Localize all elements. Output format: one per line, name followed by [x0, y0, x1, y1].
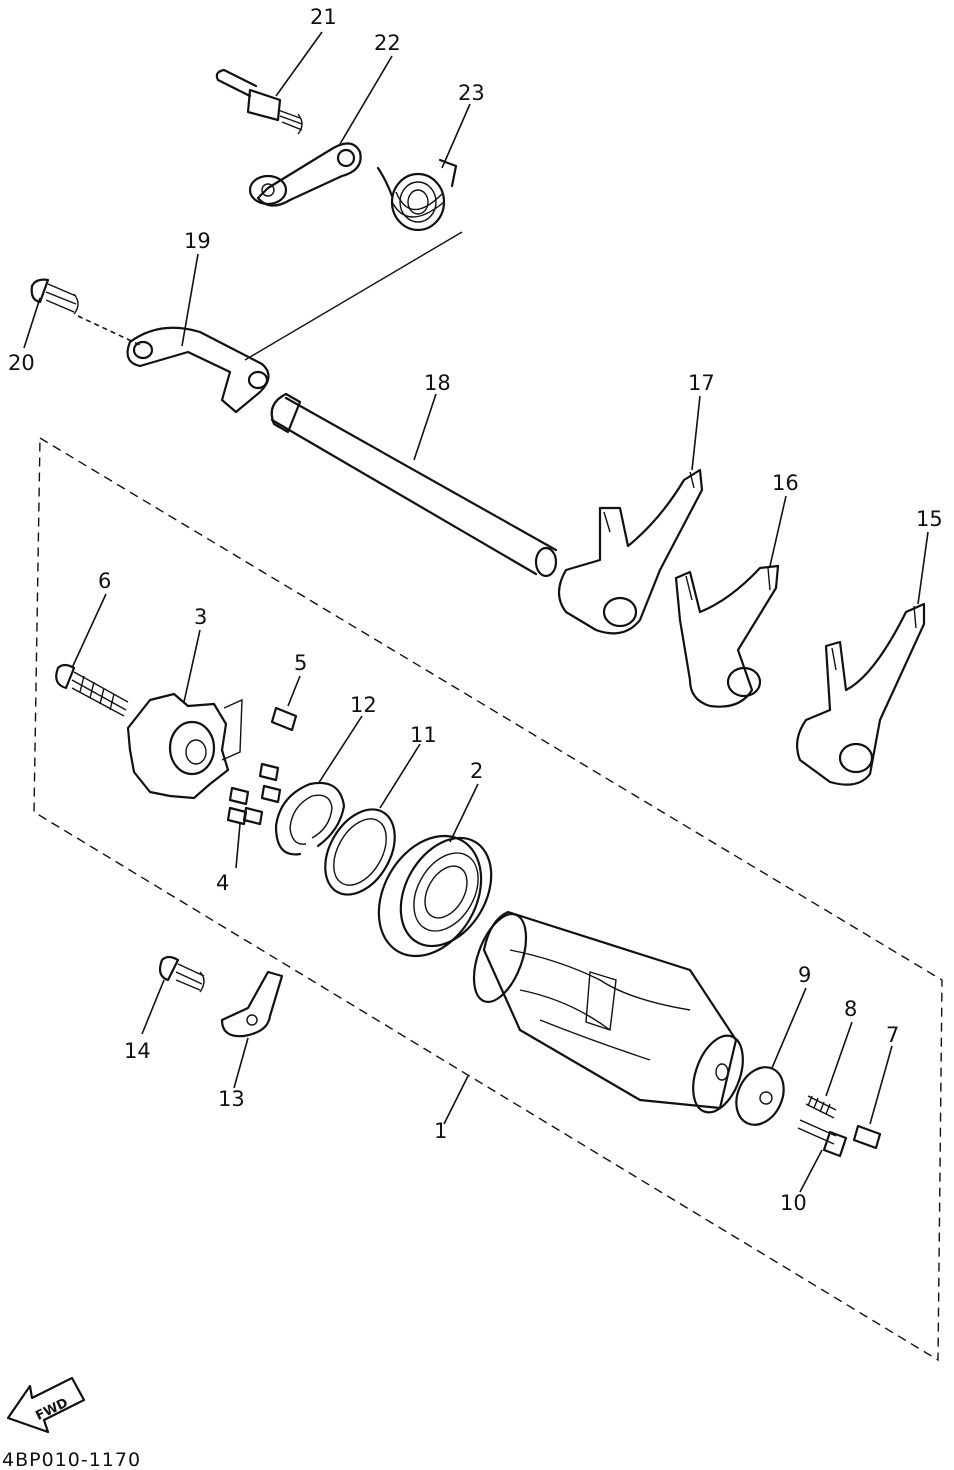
callout-13: 13 [218, 1087, 245, 1111]
part-11-washer [324, 808, 396, 896]
callout-10: 10 [780, 1191, 807, 1215]
part-21-bolt [215, 68, 303, 135]
part-23-spring [376, 158, 458, 232]
callout-12: 12 [350, 693, 377, 717]
part-4-pins [226, 762, 282, 826]
part-10-bolt [797, 1119, 848, 1158]
callout-6: 6 [98, 569, 111, 593]
callout-8: 8 [844, 997, 857, 1021]
part-19-stopper-arm [126, 326, 270, 414]
callout-7: 7 [886, 1023, 899, 1047]
part-22-lever-plate [248, 142, 362, 207]
part-16-shift-fork [674, 564, 780, 708]
part-12-circlip [274, 781, 346, 856]
callout-3: 3 [194, 605, 207, 629]
callout-15: 15 [916, 507, 943, 531]
callout-5: 5 [294, 651, 307, 675]
part-13-plate [220, 970, 284, 1038]
callout-19: 19 [184, 229, 211, 253]
callout-20: 20 [8, 351, 35, 375]
callout-22: 22 [374, 31, 401, 55]
forward-direction-arrow: FWD [6, 1376, 86, 1434]
part-17-shift-fork [557, 468, 704, 635]
connector-19-23 [244, 231, 463, 361]
callout-18: 18 [424, 371, 451, 395]
part-5-pin [270, 706, 298, 732]
part-6-bolt [55, 663, 129, 717]
part-2-bearing [377, 834, 493, 958]
callout-21: 21 [310, 5, 337, 29]
callout-11: 11 [410, 723, 437, 747]
part-15-shift-fork [795, 602, 926, 786]
callout-labels: 21 22 23 19 20 18 17 16 15 6 3 5 12 11 2… [8, 5, 943, 1215]
callout-17: 17 [688, 371, 715, 395]
assembly-boundary [33, 436, 943, 1362]
diagram-code: 4BP010-1170 [2, 1449, 141, 1470]
callout-9: 9 [798, 963, 811, 987]
callout-23: 23 [458, 81, 485, 105]
part-8-spring [805, 1095, 837, 1119]
part-14-bolt [158, 955, 205, 993]
part-9-plate [735, 1066, 785, 1126]
callout-2: 2 [470, 759, 483, 783]
leader-20-line [77, 315, 141, 346]
part-20-bolt [30, 278, 79, 315]
part-7-pin [852, 1124, 882, 1150]
part-3-segment [126, 692, 243, 800]
part-18-shift-shaft [270, 392, 558, 578]
callout-4: 4 [216, 871, 229, 895]
part-1-shift-drum [472, 910, 744, 1114]
callout-1: 1 [434, 1119, 447, 1143]
callout-14: 14 [124, 1039, 151, 1063]
leader-lines [23, 31, 929, 1193]
callout-16: 16 [772, 471, 799, 495]
